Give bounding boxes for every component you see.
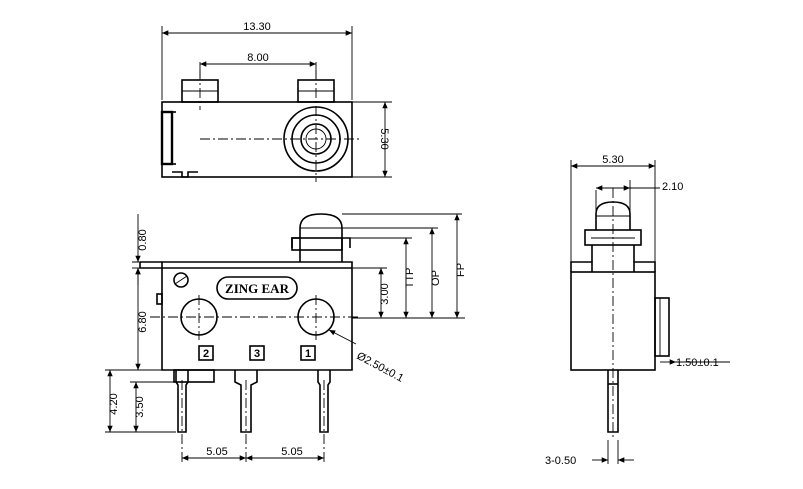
side-view: 5.30 2.10 1.50±0.1 3-0.50 bbox=[545, 154, 730, 467]
dim-front-680: 6.80 bbox=[137, 311, 149, 332]
dim-pitch-right: 5.05 bbox=[281, 446, 302, 458]
front-view: ZING EAR Ø2.50±0.1 2 3 1 0.80 6.80 bbox=[105, 213, 467, 462]
top-view-clip bbox=[160, 110, 174, 166]
dim-side-width: 5.30 bbox=[602, 154, 623, 166]
pin-label-1: 1 bbox=[305, 348, 311, 360]
dim-hole-diameter: Ø2.50±0.1 bbox=[355, 350, 406, 385]
pivot-circle bbox=[173, 272, 189, 288]
brand-label: ZING EAR bbox=[225, 281, 290, 296]
dim-top-height: 5.30 bbox=[378, 128, 390, 149]
top-view-body bbox=[161, 101, 353, 178]
dim-side-pin: 3-0.50 bbox=[545, 455, 576, 467]
dim-side-150: 1.50±0.1 bbox=[676, 357, 719, 369]
pin-label-3: 3 bbox=[254, 348, 260, 360]
dim-op: OP bbox=[430, 270, 442, 286]
front-actuator-base bbox=[291, 237, 343, 251]
dim-ttp: TTP bbox=[404, 268, 416, 289]
pin-box-3 bbox=[249, 345, 265, 361]
dim-front-420: 4.20 bbox=[108, 393, 120, 414]
pin-3 bbox=[234, 370, 258, 433]
front-view-body bbox=[161, 261, 353, 371]
dim-front-350: 3.50 bbox=[134, 396, 146, 417]
dim-side-210: 2.10 bbox=[662, 181, 683, 193]
dim-fp: FP bbox=[455, 263, 467, 277]
dim-top-width: 13.30 bbox=[243, 21, 271, 33]
pin-label-2: 2 bbox=[203, 348, 209, 360]
dim-pitch-left: 5.05 bbox=[206, 446, 227, 458]
pin-box-1 bbox=[300, 345, 316, 361]
front-view-lever bbox=[139, 262, 352, 269]
dim-front-080: 0.80 bbox=[137, 229, 149, 250]
dim-front-300: 3.00 bbox=[379, 283, 391, 304]
front-actuator-dome bbox=[299, 213, 343, 238]
top-view: 13.30 8.00 5.30 bbox=[160, 21, 392, 182]
brand-label-box bbox=[216, 276, 298, 300]
dim-top-spacing: 8.00 bbox=[247, 52, 268, 64]
side-pin bbox=[607, 370, 619, 433]
pin-box-2 bbox=[198, 345, 214, 361]
pin-1 bbox=[317, 370, 331, 433]
side-tab bbox=[654, 297, 670, 357]
